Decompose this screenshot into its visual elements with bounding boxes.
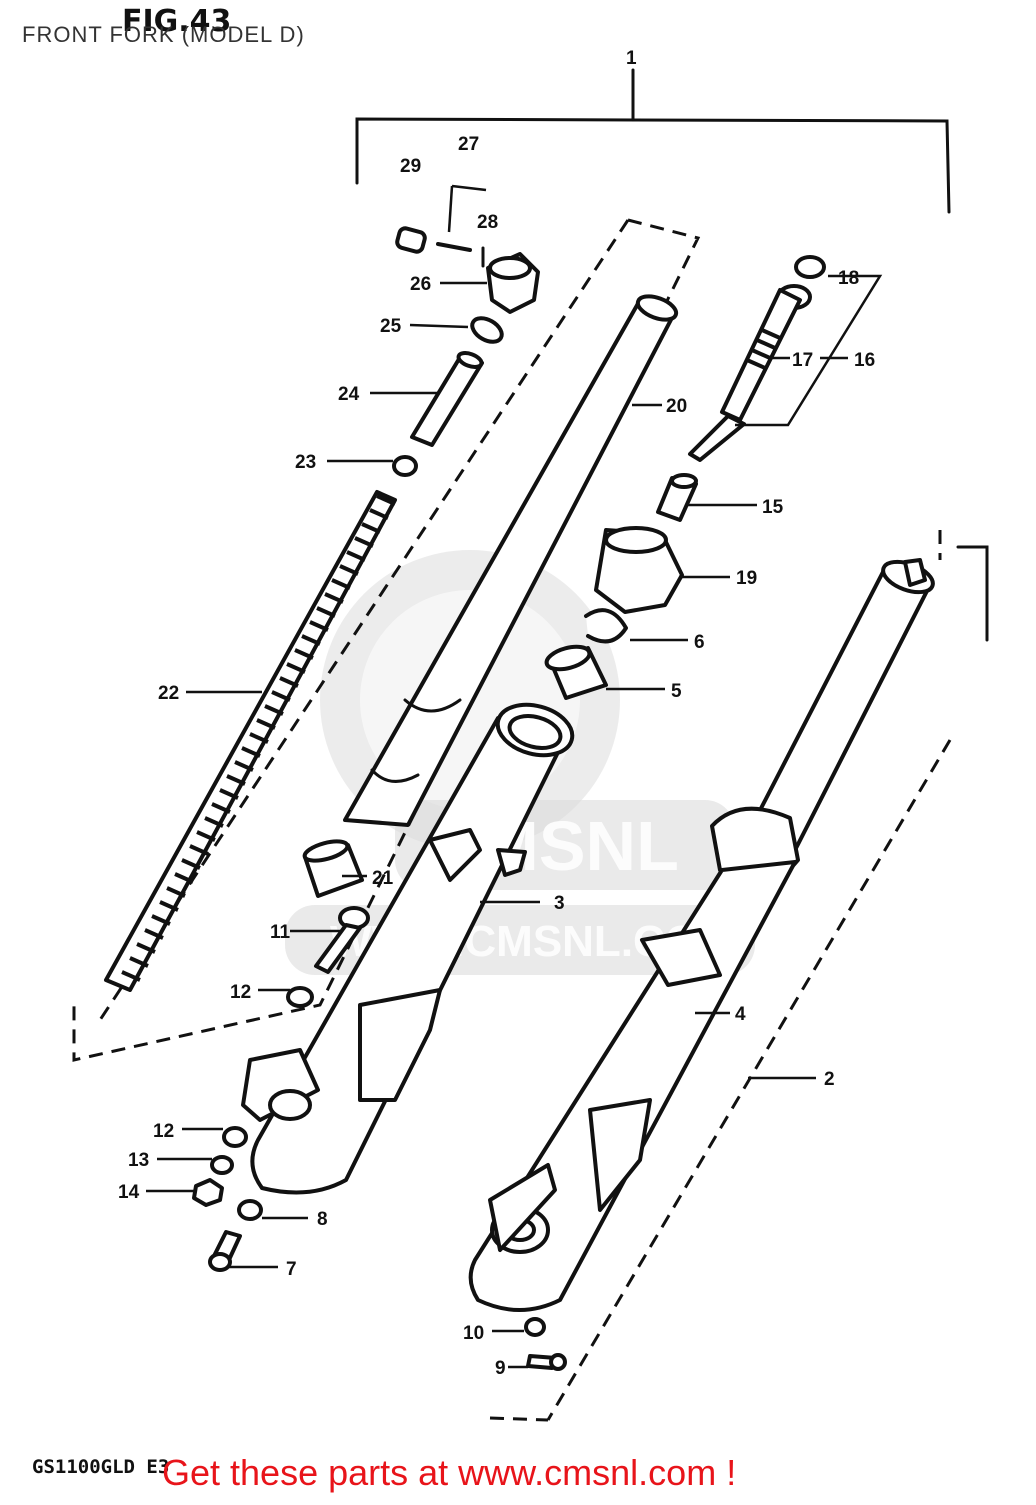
callout-23: 23 — [295, 452, 316, 473]
callout-2: 2 — [824, 1069, 835, 1090]
callout-5: 5 — [671, 681, 682, 702]
part-12-washer-upper — [286, 986, 314, 1008]
part-9-screw — [526, 1353, 567, 1371]
part-3-outer-tube — [241, 702, 575, 1195]
part-26-fork-cap — [486, 252, 540, 314]
part-24-spacer — [410, 351, 484, 447]
callout-14: 14 — [118, 1182, 140, 1203]
promo-link-text[interactable]: Get these parts at www.cmsnl.com ! — [162, 1452, 737, 1493]
callout-29: 29 — [400, 156, 421, 177]
callout-6: 6 — [694, 632, 705, 653]
part-29-cap — [395, 226, 427, 254]
part-21-bush — [302, 839, 364, 898]
callout-27: 27 — [458, 134, 479, 155]
part-16-damper-rod — [688, 255, 826, 462]
part-10-washer — [524, 1317, 546, 1337]
callout-labels: 1 2 3 4 5 6 7 8 9 10 11 12 12 13 14 15 1… — [118, 48, 875, 1379]
part-11-bolt — [314, 906, 370, 974]
outer-tube-group-outline — [489, 530, 989, 1422]
callout-28: 28 — [477, 212, 498, 233]
part-23-washer — [392, 455, 418, 477]
callout-15: 15 — [762, 497, 784, 518]
part-15-oil-lock — [656, 473, 698, 522]
callout-8: 8 — [317, 1209, 328, 1230]
callout-24: 24 — [338, 384, 360, 405]
callout-1: 1 — [626, 48, 637, 69]
callout-13: 13 — [128, 1150, 149, 1171]
callout-20: 20 — [666, 396, 687, 417]
part-4-outer-tube — [468, 558, 935, 1312]
part-6-retaining-ring — [584, 608, 628, 644]
part-5-oil-seal — [544, 644, 608, 700]
callout-16: 16 — [854, 350, 875, 371]
callout-9: 9 — [495, 1358, 506, 1379]
callout-4: 4 — [735, 1004, 746, 1025]
model-code: GS1100GLD E3 — [32, 1456, 170, 1478]
diagram-caption: FRONT FORK (MODEL D) — [22, 22, 305, 47]
callout-10: 10 — [463, 1323, 484, 1344]
callout-11: 11 — [270, 922, 291, 943]
callout-19: 19 — [736, 568, 757, 589]
callout-26: 26 — [410, 274, 431, 295]
part-19-dust-seal — [594, 526, 684, 614]
part-22-spring — [104, 490, 397, 992]
part-25-o-ring — [470, 316, 504, 344]
part-28-bolt — [436, 242, 485, 268]
assembly-bracket-1 — [355, 68, 951, 214]
callout-18: 18 — [838, 268, 859, 289]
inner-tube-group-outline — [72, 218, 701, 1062]
callout-7: 7 — [286, 1259, 297, 1280]
callout-12-lower: 12 — [153, 1121, 174, 1142]
callout-22: 22 — [158, 683, 179, 704]
callout-17: 17 — [792, 350, 813, 371]
callout-25: 25 — [380, 316, 402, 337]
callout-12-upper: 12 — [230, 982, 251, 1003]
part-13-spring-washer — [210, 1155, 234, 1175]
part-20-inner-tube — [343, 294, 679, 827]
part-12-washer-lower — [222, 1126, 248, 1148]
callout-21: 21 — [372, 868, 394, 889]
part-8-washer — [237, 1199, 263, 1221]
callout-3: 3 — [554, 893, 565, 914]
part-7-bolt — [208, 1230, 242, 1272]
figure-number: FIG.43 — [122, 4, 232, 39]
part-14-nut — [192, 1178, 224, 1207]
